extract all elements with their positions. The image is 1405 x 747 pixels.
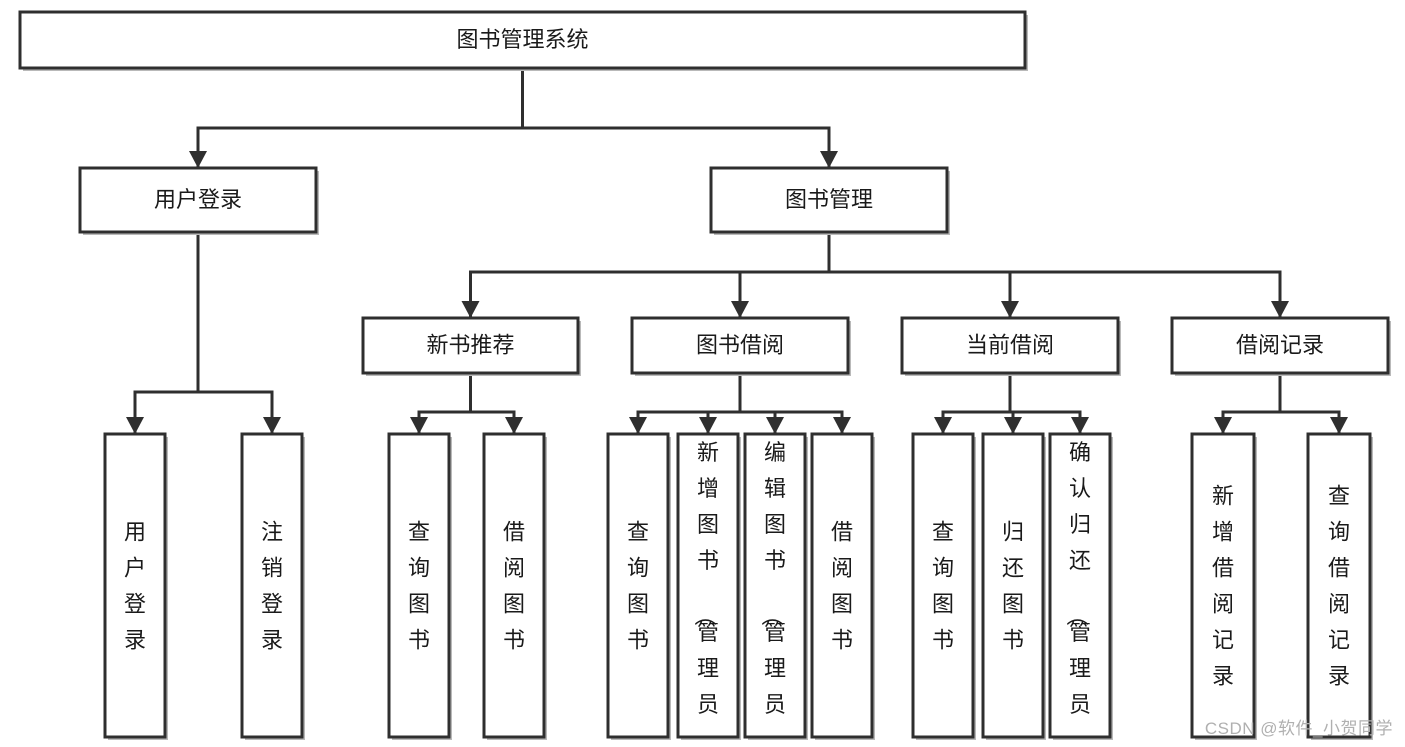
level3-node-label: 图书借阅: [696, 332, 784, 357]
arrow-head-icon: [629, 417, 647, 434]
box-outline: [709, 166, 949, 234]
leaf-node-新增图书管理员[interactable]: 新增图书（管理员）: [676, 432, 741, 747]
leaf-node-归还图书[interactable]: 归还图书: [981, 432, 1046, 740]
box-outline: [1170, 316, 1390, 375]
arrow-head-icon: [410, 417, 428, 434]
connector-layer: [126, 66, 1348, 434]
box-outline: [387, 432, 451, 739]
arrow-head-icon: [263, 417, 281, 434]
leaf-node-查询图书[interactable]: 查询图书: [606, 432, 671, 740]
leaf-node-label: 借阅图书: [831, 520, 853, 653]
box-outline: [1048, 432, 1112, 739]
box-outline: [361, 316, 580, 375]
level3-node-label: 新书推荐: [426, 332, 514, 357]
arrow-head-icon: [189, 151, 207, 168]
arrow-head-icon: [1001, 301, 1019, 318]
box-outline: [911, 432, 975, 739]
arrow-head-icon: [833, 417, 851, 434]
root-node-label: 图书管理系统: [456, 27, 588, 52]
arrow-head-icon: [461, 301, 480, 318]
leaf-node-label: 查询图书: [627, 520, 649, 653]
level2-node-label: 用户登录: [154, 187, 242, 212]
leaf-node-编辑图书管理员[interactable]: 编辑图书（管理员）: [743, 432, 808, 747]
node-layer: 图书管理系统用户登录图书管理新书推荐图书借阅当前借阅借阅记录用户登录注销登录查询…: [18, 10, 1391, 747]
arrow-head-icon: [699, 417, 717, 434]
leaf-node-label: 编辑图书（管理员）: [759, 440, 786, 747]
leaf-node-借阅图书[interactable]: 借阅图书: [482, 432, 547, 740]
box-outline: [482, 432, 546, 739]
box-outline: [606, 432, 670, 739]
leaf-node-label: 确认归还（管理员）: [1064, 440, 1091, 747]
box-outline: [78, 166, 318, 234]
leaf-node-label: 查询借阅记录: [1328, 484, 1350, 689]
level3-node-图书借阅[interactable]: 图书借阅: [630, 316, 851, 376]
level3-node-当前借阅[interactable]: 当前借阅: [900, 316, 1121, 376]
leaf-node-label: 新增借阅记录: [1212, 484, 1234, 689]
leaf-node-label: 用户登录: [124, 520, 146, 653]
leaf-node-确认归还管理员[interactable]: 确认归还（管理员）: [1048, 432, 1113, 747]
box-outline: [743, 432, 807, 739]
leaf-node-借阅图书[interactable]: 借阅图书: [810, 432, 875, 740]
box-outline: [1306, 432, 1372, 739]
leaf-node-用户登录[interactable]: 用户登录: [103, 432, 168, 740]
arrow-head-icon: [126, 417, 144, 434]
arrow-head-icon: [1214, 417, 1232, 434]
leaf-node-注销登录[interactable]: 注销登录: [240, 432, 305, 740]
arrow-head-icon: [1330, 417, 1348, 434]
arrow-head-icon: [934, 417, 952, 434]
box-outline: [103, 432, 167, 739]
arrow-head-icon: [1271, 301, 1289, 318]
leaf-node-查询图书[interactable]: 查询图书: [911, 432, 976, 740]
box-outline: [676, 432, 740, 739]
leaf-node-label: 查询图书: [408, 520, 430, 653]
level3-node-新书推荐[interactable]: 新书推荐: [361, 316, 581, 376]
box-outline: [1190, 432, 1256, 739]
box-outline: [981, 432, 1045, 739]
level3-node-借阅记录[interactable]: 借阅记录: [1170, 316, 1391, 376]
box-outline: [240, 432, 304, 739]
level2-node-用户登录[interactable]: 用户登录: [78, 166, 319, 235]
arrow-head-icon: [1071, 417, 1089, 434]
leaf-node-label: 查询图书: [932, 520, 954, 653]
leaf-node-查询图书[interactable]: 查询图书: [387, 432, 452, 740]
leaf-node-label: 注销登录: [261, 520, 283, 653]
arrow-head-icon: [731, 301, 749, 318]
level2-node-label: 图书管理: [785, 187, 873, 212]
leaf-node-label: 归还图书: [1002, 520, 1024, 653]
arrow-head-icon: [505, 417, 523, 434]
level2-node-图书管理[interactable]: 图书管理: [709, 166, 950, 235]
level3-node-label: 借阅记录: [1236, 332, 1324, 357]
root-node-图书管理系统[interactable]: 图书管理系统: [18, 10, 1028, 71]
leaf-node-label: 新增图书（管理员）: [692, 440, 719, 747]
leaf-node-新增借阅记录[interactable]: 新增借阅记录: [1190, 432, 1257, 740]
box-outline: [900, 316, 1120, 375]
arrow-head-icon: [766, 417, 784, 434]
arrow-head-icon: [1004, 417, 1022, 434]
level3-node-label: 当前借阅: [966, 332, 1054, 357]
leaf-node-label: 借阅图书: [503, 520, 525, 653]
box-outline: [810, 432, 874, 739]
arrow-head-icon: [820, 151, 838, 168]
leaf-node-查询借阅记录[interactable]: 查询借阅记录: [1306, 432, 1373, 740]
box-outline: [18, 10, 1027, 70]
box-outline: [630, 316, 850, 375]
